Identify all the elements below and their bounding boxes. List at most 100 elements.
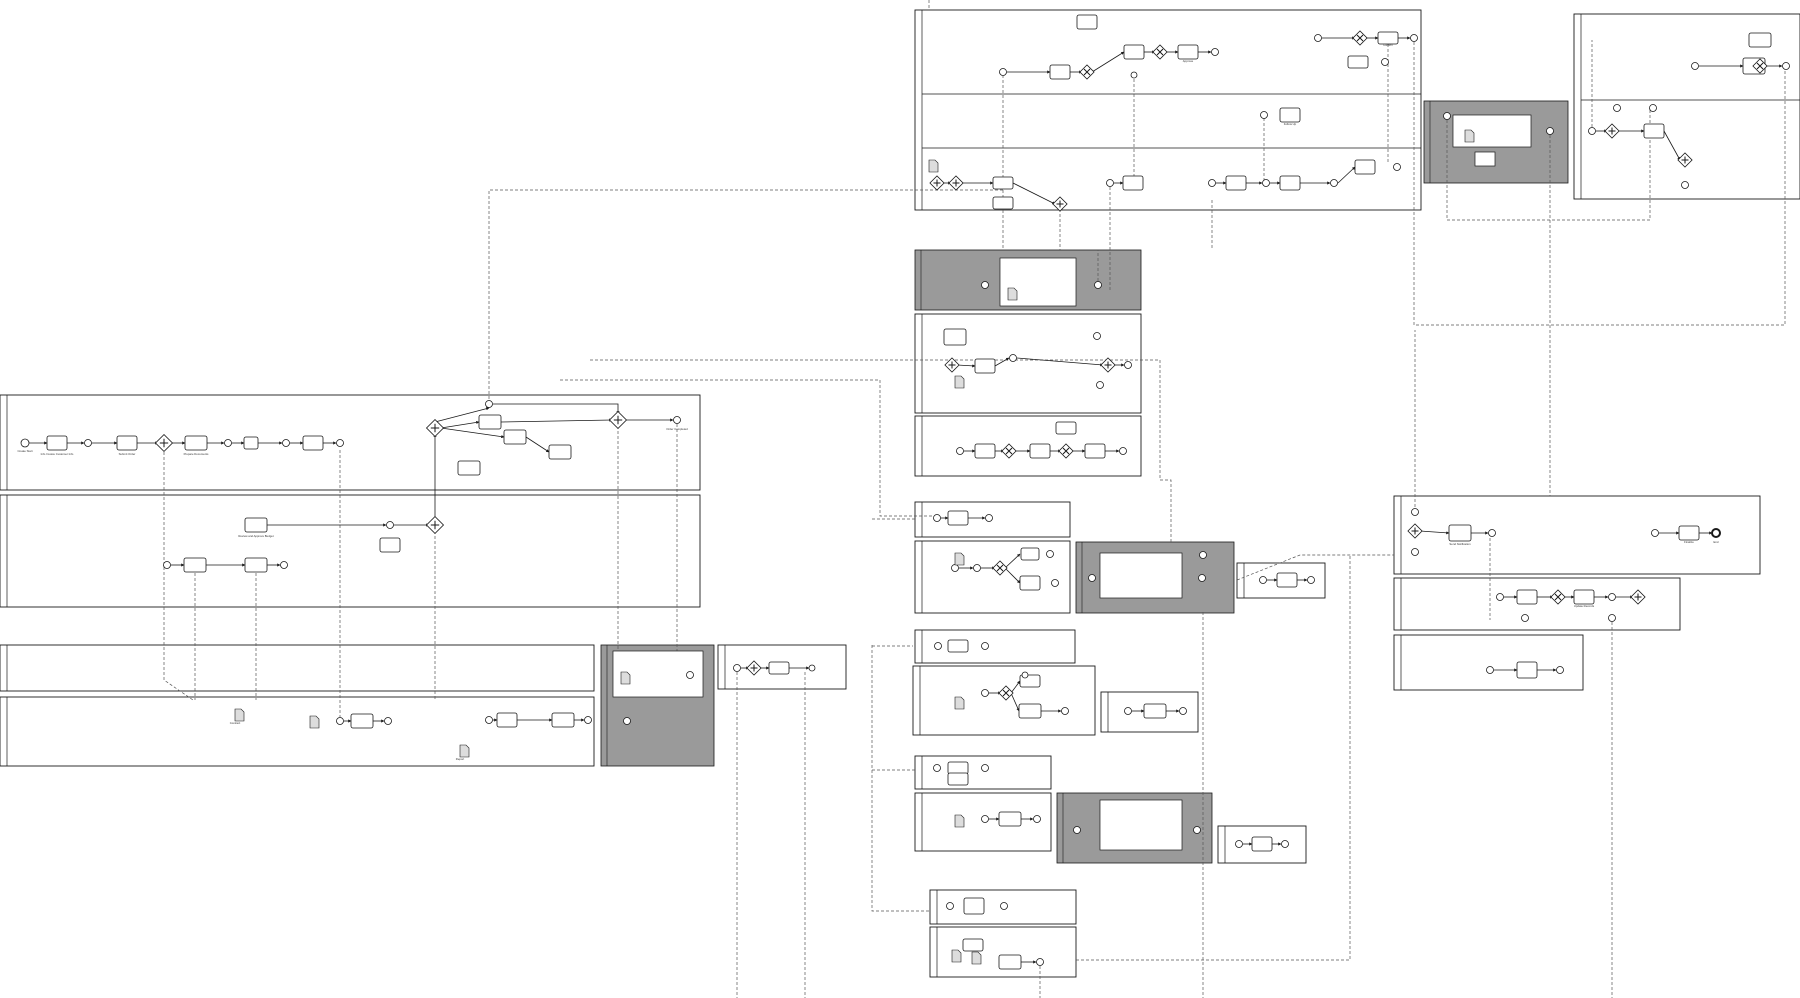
document-icon: [954, 814, 965, 828]
sequence-flow: [440, 420, 480, 429]
task: [947, 510, 969, 526]
start-event-icon: [1488, 529, 1496, 537]
start-event-icon: [386, 521, 394, 529]
start-event-icon: [1179, 707, 1187, 715]
start-event-icon: [1073, 826, 1081, 834]
start-event-icon: [1119, 447, 1127, 455]
sequence-flow: [440, 427, 505, 439]
pool-mid-g: [914, 755, 1052, 790]
gateway-plus-mark: [1056, 200, 1064, 208]
task: [947, 772, 969, 786]
task: [1354, 159, 1376, 175]
sequence-flow: [1010, 692, 1020, 712]
gateway-x-mark: [1083, 68, 1091, 76]
task: [1019, 575, 1041, 591]
start-event-icon: [1235, 840, 1243, 848]
gateway-plus-mark: [933, 179, 941, 187]
sequence-flow: [956, 364, 976, 368]
node-label: Finalize: [1684, 540, 1694, 544]
start-event-icon: [336, 439, 344, 447]
start-event-icon: [1259, 576, 1267, 584]
sequence-flow: [1091, 51, 1125, 73]
start-event-icon: [985, 514, 993, 522]
task: [1143, 703, 1167, 719]
start-event-icon: [282, 439, 290, 447]
task: [962, 938, 984, 952]
start-event-icon: [1691, 62, 1699, 70]
pool-mid-f: [1100, 691, 1199, 733]
task: [184, 435, 208, 451]
task: [1377, 31, 1399, 45]
message-flow: [871, 645, 930, 912]
task: [183, 557, 207, 573]
start-event-icon: [1198, 574, 1206, 582]
sequence-flow: [1004, 553, 1021, 569]
sequence-flow: [1016, 357, 1104, 367]
start-event-icon: [84, 439, 92, 447]
task: [1123, 44, 1145, 60]
pool-top-right: [1573, 13, 1800, 200]
document-icon: [954, 552, 965, 566]
gateway-x-mark: [1554, 593, 1562, 601]
node-label: End: [1714, 540, 1719, 544]
sequence-flow: [1663, 130, 1681, 161]
task: [1049, 64, 1071, 80]
gateway-plus-mark: [430, 423, 440, 433]
start-event-icon: [224, 439, 232, 447]
message-flow: [560, 379, 934, 517]
start-event-icon: [1061, 707, 1069, 715]
document-icon: [954, 696, 965, 710]
task: [46, 435, 68, 451]
task: [1225, 175, 1247, 191]
task: [302, 435, 324, 451]
pool-mid-d: [914, 629, 1076, 664]
start-event-icon: [1314, 34, 1322, 42]
node-label: Create Start: [17, 449, 32, 453]
task: [992, 176, 1014, 190]
start-event-icon: [485, 716, 493, 724]
task: [1573, 589, 1595, 605]
node-label: Send Notification: [1449, 542, 1471, 546]
document-icon: [620, 671, 631, 685]
start-event-icon: [1106, 179, 1114, 187]
node-label: Order Completed: [666, 427, 688, 431]
start-event-icon: [981, 642, 989, 650]
pool-mid-h: [914, 792, 1052, 852]
gateway-x-mark: [1062, 447, 1070, 455]
start-event-icon: [384, 717, 392, 725]
sequence-flow: [1004, 567, 1021, 584]
task: [379, 537, 401, 553]
start-event-icon: [1088, 574, 1096, 582]
end-event-icon: [1711, 528, 1721, 538]
start-event-icon: [1021, 671, 1029, 679]
task: [244, 517, 268, 533]
sequence-flow: [1012, 182, 1056, 205]
task: [998, 811, 1022, 827]
node-label: Confirm: [1383, 43, 1393, 47]
task: [457, 460, 481, 476]
task: [496, 712, 518, 728]
gateway-plus-mark: [1411, 527, 1419, 535]
task: [947, 639, 969, 653]
gateway-plus-mark: [613, 415, 623, 425]
task: [243, 436, 259, 450]
task: [503, 429, 527, 445]
pool-low-a: [929, 889, 1077, 925]
start-event-icon: [981, 815, 989, 823]
gateway-plus-mark: [1634, 593, 1642, 601]
task: [1474, 151, 1496, 167]
start-event-icon: [1782, 62, 1790, 70]
sequence-flow: [994, 357, 1010, 367]
task: [1279, 175, 1301, 191]
task: [974, 358, 996, 374]
pool-mid-c: [1236, 562, 1326, 599]
gateway-x-mark: [996, 564, 1004, 572]
task: [478, 414, 502, 430]
start-event-icon: [280, 561, 288, 569]
task: [1020, 547, 1040, 561]
start-event-icon: [1613, 104, 1621, 112]
start-event-icon: [336, 717, 344, 725]
sequence-flow: [1010, 680, 1021, 694]
pool-legal: [0, 644, 595, 692]
pool-operations: [0, 696, 595, 767]
